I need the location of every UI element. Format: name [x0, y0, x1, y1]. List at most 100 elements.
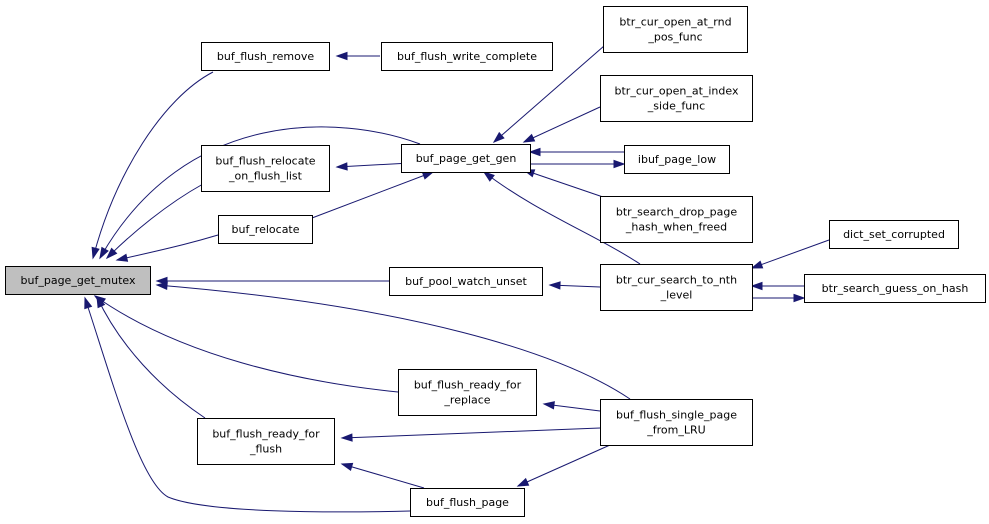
node-label: _flush — [249, 443, 282, 456]
edge-buf_page_get_gen-to-buf_page_get_mutex — [99, 126, 421, 260]
arrowhead-icon — [793, 293, 806, 303]
node-buf_pool_watch_unset[interactable]: buf_pool_watch_unset — [389, 267, 543, 296]
node-box — [381, 42, 553, 71]
node-box — [600, 196, 753, 243]
edge-buf_flush_ready_for_replace-to-buf_page_get_mutex — [93, 295, 399, 393]
arrowhead-icon — [99, 246, 109, 260]
node-box — [5, 266, 151, 295]
node-buf_page_get_gen[interactable]: buf_page_get_gen — [401, 144, 531, 173]
arrowhead-icon — [335, 51, 348, 61]
arrowhead-icon — [340, 462, 354, 471]
node-buf_flush_page[interactable]: buf_flush_page — [410, 488, 525, 517]
arrowhead-icon — [613, 159, 626, 169]
edge-line — [483, 171, 641, 265]
edge-line — [523, 169, 604, 198]
edge-line — [96, 296, 206, 419]
arrowhead-icon — [91, 246, 100, 260]
edge-ibuf_page_low-to-buf_page_get_gen — [528, 147, 624, 157]
edge-line — [493, 45, 605, 143]
node-buf_page_get_mutex[interactable]: buf_page_get_mutex — [5, 266, 151, 295]
node-btr_search_drop_page_hash_when_freed[interactable]: btr_search_drop_page _hash_when_freed — [600, 196, 753, 243]
node-label: ibuf_page_low — [638, 153, 716, 166]
node-label: btr_search_drop_page — [616, 206, 738, 219]
node-label: buf_page_get_gen — [416, 152, 517, 165]
edge-btr_cur_search_to_nth_level-to-buf_page_get_gen — [482, 171, 641, 265]
edge-buf_pool_watch_unset-to-buf_page_get_mutex — [155, 276, 389, 286]
node-dict_set_corrupted[interactable]: dict_set_corrupted — [829, 220, 959, 249]
node-label: buf_flush_relocate — [215, 155, 315, 168]
arrowhead-icon — [482, 171, 495, 182]
node-label: btr_cur_search_to_nth — [616, 274, 737, 287]
node-label: buf_flush_remove — [217, 50, 314, 63]
nodes-layer: buf_page_get_mutex buf_flush_remove buf_fl… — [5, 6, 986, 517]
edge-line — [116, 234, 219, 261]
node-btr_search_guess_on_hash[interactable]: btr_search_guess_on_hash — [804, 274, 986, 303]
node-btr_cur_open_at_index_side_func[interactable]: btr_cur_open_at_index_side_func — [600, 75, 753, 122]
node-box — [600, 75, 753, 122]
node-label: _replace — [443, 394, 490, 407]
node-label: _pos_func — [647, 31, 702, 44]
node-box — [600, 264, 753, 311]
node-label: buf_flush_ready_for — [414, 379, 522, 392]
edge-dict_set_corrupted-to-btr_cur_search_to_nth_level — [750, 239, 830, 269]
arrowhead-icon — [84, 296, 93, 310]
edge-line — [92, 71, 214, 259]
edge-buf_relocate-to-buf_page_get_mutex — [115, 234, 219, 262]
edge-buf_page_get_gen-to-buf_relocate — [311, 171, 435, 219]
edge-line — [341, 427, 601, 439]
edge-btr_search_guess_on_hash-to-btr_cur_search_to_nth_level — [750, 281, 804, 291]
node-box — [201, 145, 330, 192]
arrowhead-icon — [421, 171, 435, 180]
edge-line — [523, 106, 601, 143]
node-box — [398, 369, 537, 416]
edge-line — [517, 444, 611, 487]
node-label: _hash_when_freed — [625, 221, 727, 234]
edge-buf_flush_relocate_on_flush_list-to-buf_page_get_mutex — [105, 183, 204, 260]
arrowhead-icon — [548, 281, 561, 290]
node-buf_flush_ready_for_flush[interactable]: buf_flush_ready_for _flush — [197, 418, 335, 465]
node-box — [804, 274, 986, 303]
node-buf_flush_remove[interactable]: buf_flush_remove — [201, 42, 330, 71]
edge-btr_cur_search_to_nth_level-to-buf_pool_watch_unset — [548, 281, 601, 290]
arrowhead-icon — [542, 401, 555, 410]
arrowhead-icon — [115, 253, 129, 262]
node-label: _from_LRU — [646, 424, 705, 437]
node-label: buf_flush_ready_for — [212, 428, 320, 441]
edge-buf_flush_ready_for_flush-to-buf_page_get_mutex — [96, 295, 206, 419]
node-buf_flush_ready_for_replace[interactable]: buf_flush_ready_for _replace — [398, 369, 537, 416]
node-buf_relocate[interactable]: buf_relocate — [218, 215, 313, 244]
edge-buf_flush_remove-to-buf_page_get_mutex — [91, 71, 214, 260]
arrowhead-icon — [335, 162, 348, 171]
node-buf_flush_write_complete[interactable]: buf_flush_write_complete — [381, 42, 553, 71]
edge-buf_flush_page-to-buf_page_get_mutex — [84, 296, 411, 513]
node-btr_cur_search_to_nth_level[interactable]: btr_cur_search_to_nth_level — [600, 264, 753, 311]
edge-buf_flush_single_page_from_LRU-to-buf_page_get_mutex — [155, 281, 631, 400]
node-btr_cur_open_at_rnd_pos_func[interactable]: btr_cur_open_at_rnd_pos_func — [603, 6, 748, 53]
node-box — [603, 6, 748, 53]
node-box — [624, 145, 730, 174]
edge-btr_cur_open_at_index_side_func-to-buf_page_get_gen — [522, 106, 601, 143]
edge-line — [106, 183, 204, 259]
arrowhead-icon — [522, 133, 536, 143]
node-buf_flush_relocate_on_flush_list[interactable]: buf_flush_relocate _on_flush_list — [201, 145, 330, 192]
arrowhead-icon — [750, 260, 764, 269]
node-label: buf_flush_write_complete — [397, 50, 537, 63]
edge-buf_flush_write_complete-to-buf_flush_remove — [335, 51, 380, 61]
arrowhead-icon — [96, 295, 106, 309]
edge-line — [84, 297, 411, 513]
node-label: btr_search_guess_on_hash — [822, 282, 969, 295]
node-box — [197, 418, 335, 465]
node-label: _on_flush_list — [228, 170, 303, 183]
edge-line — [311, 171, 434, 219]
node-box — [218, 215, 313, 244]
edge-buf_flush_single_page_from_LRU-to-buf_flush_ready_for_flush — [340, 427, 601, 442]
node-buf_flush_single_page_from_LRU[interactable]: buf_flush_single_page _from_LRU — [600, 399, 753, 446]
arrowhead-icon — [750, 281, 763, 291]
edge-buf_page_get_gen-to-ibuf_page_low — [530, 159, 626, 169]
edge-btr_search_drop_page_hash_when_freed-to-buf_page_get_gen — [522, 169, 604, 198]
arrowhead-icon — [516, 477, 530, 487]
arrowhead-icon — [105, 247, 118, 260]
node-ibuf_page_low[interactable]: ibuf_page_low — [624, 145, 730, 174]
node-label: buf_flush_single_page — [616, 409, 737, 422]
